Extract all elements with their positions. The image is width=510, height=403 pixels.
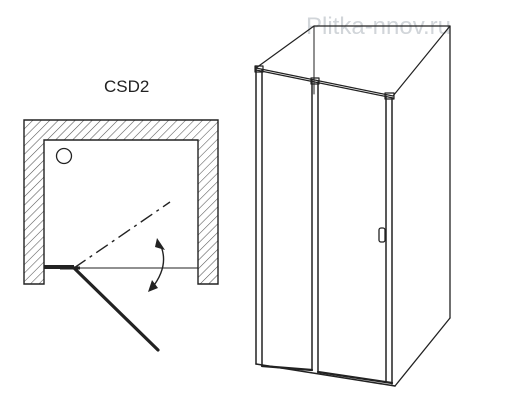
side-panel-bottom-edge (394, 317, 451, 387)
plan-view (23, 119, 219, 352)
drain-icon (55, 147, 73, 165)
left-wall-profile (254, 65, 264, 73)
wall-outline (23, 119, 219, 285)
perspective-view (254, 25, 451, 387)
front-top-rail (255, 69, 394, 99)
swing-arrow-icon (148, 238, 165, 292)
door-swing-path (73, 201, 171, 269)
hinge-profile (44, 265, 74, 269)
model-label: CSD2 (104, 77, 149, 96)
door-open-position (72, 266, 160, 352)
door-handle (378, 227, 386, 243)
